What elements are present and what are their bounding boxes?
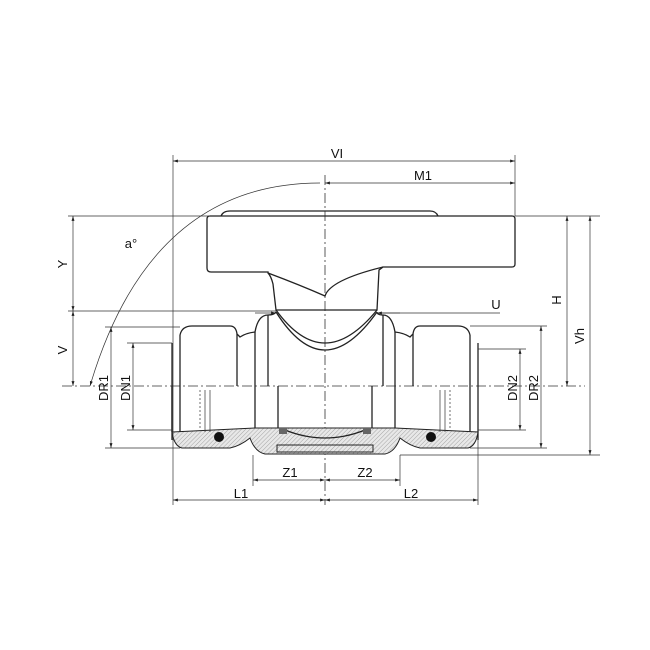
label-angle: a°	[125, 236, 137, 251]
label-dn1: DN1	[118, 375, 133, 401]
label-dr1: DR1	[96, 375, 111, 401]
label-u: U	[491, 297, 500, 312]
valve-body	[171, 309, 479, 455]
label-vl: VI	[331, 146, 343, 161]
label-l2: L2	[404, 486, 418, 501]
label-h: H	[549, 295, 564, 304]
label-y: Y	[55, 259, 70, 268]
label-vh: Vh	[572, 328, 587, 344]
label-dn2: DN2	[505, 375, 520, 401]
label-dr2: DR2	[526, 375, 541, 401]
label-z2: Z2	[357, 465, 372, 480]
label-l1: L1	[234, 486, 248, 501]
handle	[206, 210, 516, 311]
label-m1: M1	[414, 168, 432, 183]
dimensions	[68, 155, 600, 505]
label-v: V	[55, 345, 70, 354]
label-z1: Z1	[282, 465, 297, 480]
